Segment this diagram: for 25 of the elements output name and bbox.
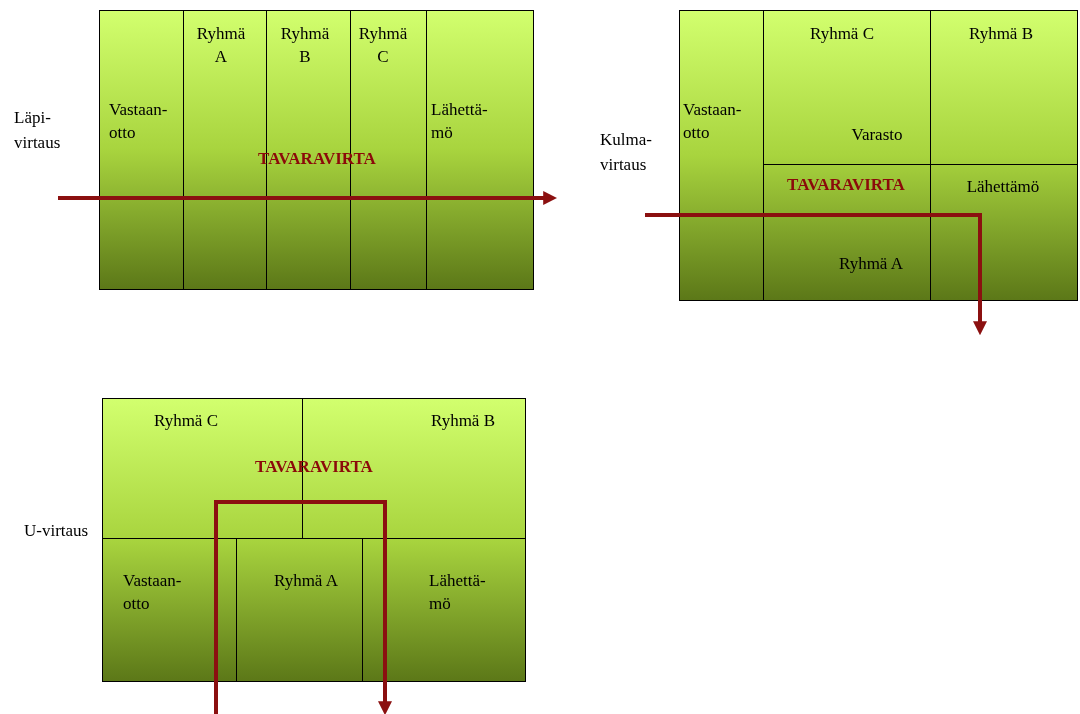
- layout-panel: [102, 398, 526, 682]
- area-name: Ryhmä C: [153, 410, 219, 432]
- area-name: Ryhmä B: [430, 410, 496, 432]
- zone-label: Varasto: [851, 125, 903, 145]
- area-name: Vastaan- otto: [109, 99, 169, 144]
- area-name: Ryhmä C: [357, 23, 409, 68]
- area-name: Vastaan- otto: [123, 570, 183, 615]
- layout-title: U-virtaus: [24, 520, 90, 542]
- layout-panel: [679, 10, 1078, 301]
- layout-panel: [99, 10, 534, 290]
- layout-title: Läpi- virtaus: [14, 107, 62, 154]
- area-name: Vastaan- otto: [683, 99, 743, 144]
- area-name: Lähettä- mö: [429, 570, 487, 615]
- area-cell: [680, 11, 764, 300]
- area-cell: [764, 11, 931, 165]
- area-name: Ryhmä C: [809, 23, 875, 45]
- area-name: Ryhmä A: [838, 253, 904, 275]
- area-name: Ryhmä B: [968, 23, 1034, 45]
- area-name: Ryhmä B: [279, 23, 331, 68]
- area-name: Lähettä- mö: [431, 99, 489, 144]
- layout-title: Kulma- virtaus: [600, 129, 653, 176]
- flow-label: TAVARAVIRTA: [787, 175, 905, 195]
- area-name: Ryhmä A: [273, 570, 339, 592]
- area-name: Lähettämö: [965, 176, 1041, 198]
- area-name: Ryhmä A: [195, 23, 247, 68]
